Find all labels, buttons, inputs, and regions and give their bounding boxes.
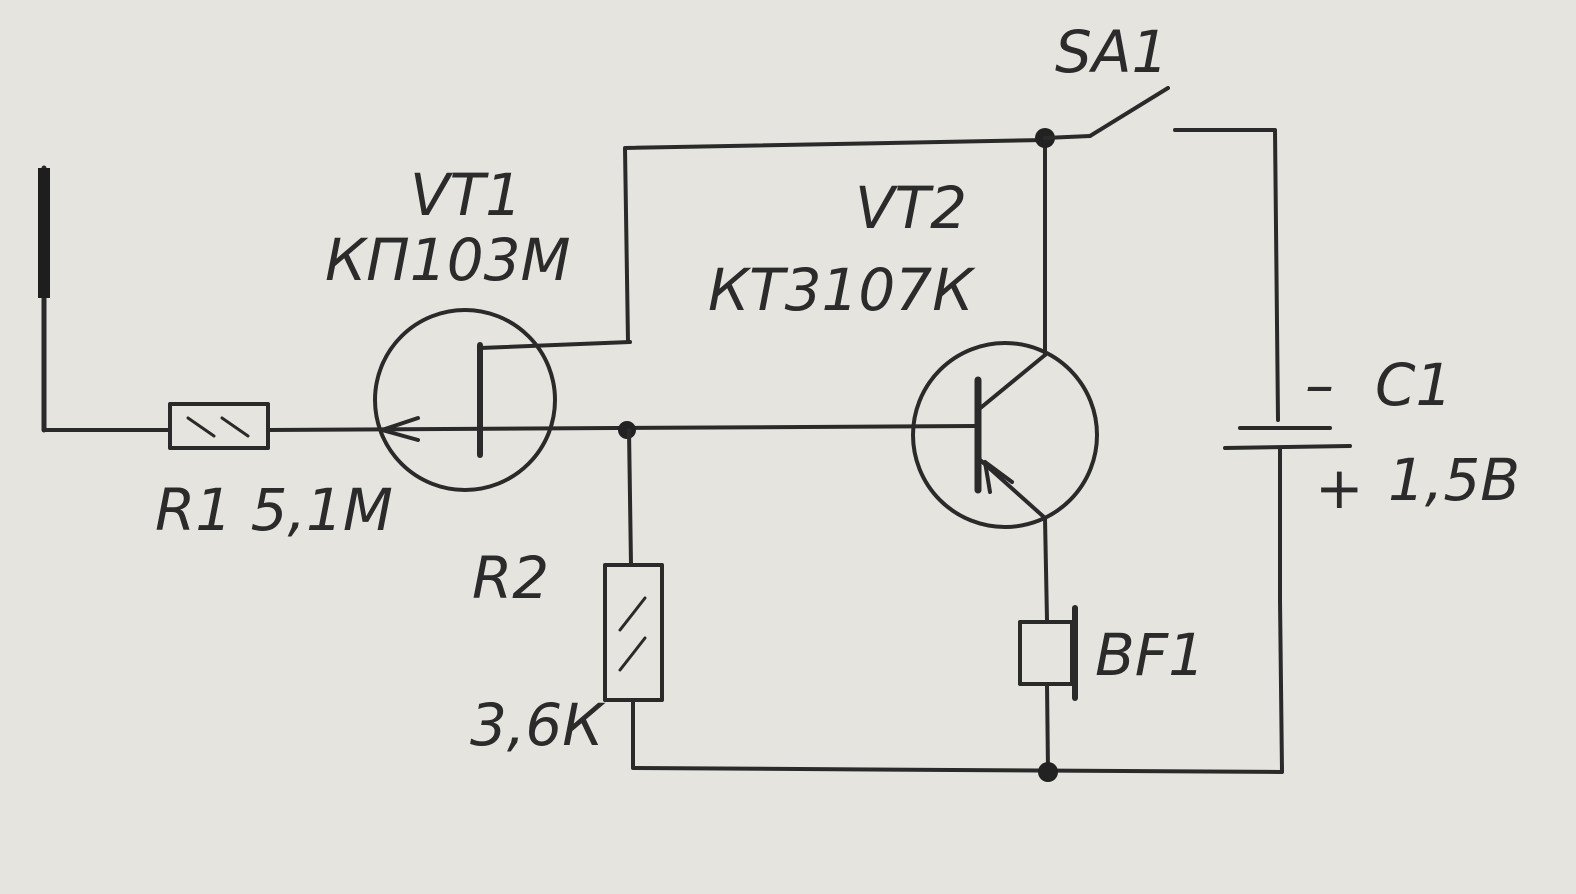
switch-sa1: [1043, 86, 1280, 422]
resistor-r2: [603, 563, 664, 702]
wire-top-rail: [623, 138, 1047, 344]
label-c1-voltage: 1,5В: [1388, 446, 1520, 514]
label-sa1: SA1: [1055, 18, 1168, 86]
junction-bottom: [1038, 762, 1058, 782]
label-vt2-type: КТ3107К: [708, 256, 976, 324]
label-r2-value: 3,6К: [470, 691, 606, 759]
antenna: [38, 165, 50, 433]
label-vt1-name: VT1: [410, 161, 522, 229]
label-bf1: BF1: [1095, 621, 1205, 689]
resistor-r1: [168, 402, 270, 450]
label-c1: C1: [1375, 351, 1452, 419]
wire-emitter-bf1: [1043, 516, 1049, 622]
label-c1-plus: +: [1315, 454, 1364, 522]
transistor-vt2: [911, 341, 1099, 529]
label-vt2-name: VT2: [855, 174, 967, 242]
wire-bf1-bottom: [1045, 682, 1050, 772]
label-c1-minus: –: [1305, 351, 1334, 419]
battery-c1: [1223, 426, 1352, 602]
label-r1: R1 5,1М: [155, 476, 393, 544]
label-vt1-type: КП103М: [325, 226, 571, 294]
transistor-vt1: [373, 308, 632, 492]
wire-bottom-rail: [631, 598, 1284, 774]
label-r2-name: R2: [472, 544, 549, 612]
wire-node-r2: [627, 428, 633, 567]
